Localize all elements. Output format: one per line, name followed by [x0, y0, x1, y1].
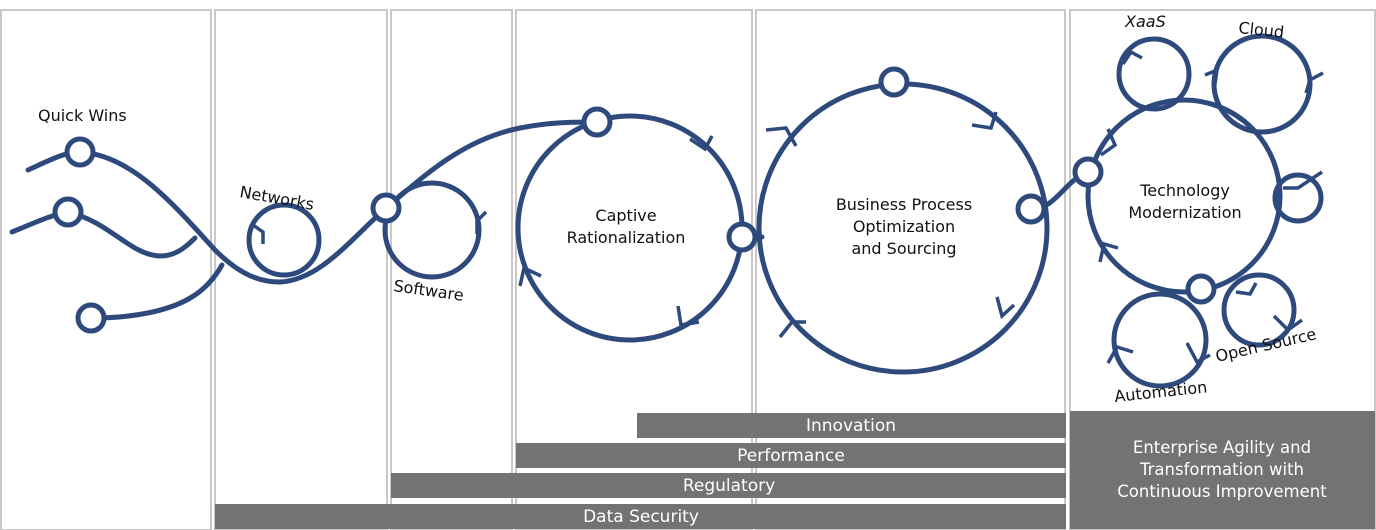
tech-right-loop [1272, 172, 1324, 224]
networks-tick [251, 223, 265, 244]
path-to-software [277, 205, 389, 285]
path-quick-win-1 [25, 149, 283, 285]
networks-loop [246, 202, 322, 278]
bar-performance-label: Performance [737, 446, 845, 466]
label-tech-line1: Technology [1139, 181, 1230, 200]
open-source-tick-2 [1272, 314, 1304, 333]
xaas-tick [1121, 49, 1143, 65]
node-bpo-right [1015, 193, 1047, 225]
label-bpo-line2: Optimization [853, 217, 955, 236]
label-captive-line1: Captive [595, 206, 656, 225]
bpo-tick-1 [971, 111, 998, 130]
bar-performance [516, 443, 1066, 468]
node-captive-right [726, 221, 758, 253]
label-quick-wins: Quick Wins [38, 106, 127, 125]
node-tech-bottom [1185, 273, 1217, 305]
bar-regulatory-label: Regulatory [683, 476, 775, 496]
outcome-box: Enterprise Agility and Transformation wi… [1070, 411, 1375, 529]
node-quick-win-1 [64, 136, 96, 168]
automation-loop [1111, 291, 1209, 389]
bar-data-security [215, 504, 1066, 529]
bpo-tick-4 [778, 320, 806, 339]
milestone-nodes [52, 66, 1217, 334]
automation-tick-1 [1106, 344, 1134, 364]
label-tech-line2: Modernization [1128, 203, 1241, 222]
bpo-tick-3 [995, 296, 1016, 320]
tech-tick-2 [1098, 241, 1119, 263]
tech-tick-1 [1099, 128, 1118, 157]
node-captive-top [581, 106, 613, 138]
node-tech-left [1072, 156, 1104, 188]
bar-innovation-label: Innovation [806, 416, 896, 436]
panel-quick-wins [0, 9, 212, 530]
node-quick-win-2 [52, 196, 84, 228]
tech-right-tick [1283, 170, 1323, 190]
outcome-line3: Continuous Improvement [1117, 482, 1327, 501]
label-xaas: XaaS [1124, 12, 1166, 31]
open-source-tick-1 [1235, 282, 1258, 296]
captive-tick-1 [689, 135, 714, 152]
loops [246, 33, 1324, 389]
outcome-line1: Enterprise Agility and [1133, 438, 1311, 457]
bar-innovation [637, 413, 1066, 438]
outcome-panel [1070, 411, 1375, 529]
xaas-loop [1116, 36, 1192, 112]
node-bpo-top [878, 66, 910, 98]
driver-bars: Innovation Performance Regulatory Data S… [215, 413, 1066, 529]
software-tick [475, 210, 488, 234]
cloud-tick-1 [1204, 67, 1220, 85]
software-loop [382, 180, 482, 280]
label-cloud: Cloud [1238, 18, 1285, 42]
path-quick-win-3 [89, 262, 225, 321]
label-bpo-line3: and Sourcing [851, 239, 956, 258]
node-quick-win-3 [75, 302, 107, 334]
path-quick-win-2 [9, 209, 198, 259]
outcome-line2: Transformation with [1139, 460, 1304, 479]
bpo-tick-2 [765, 126, 798, 147]
open-source-loop [1221, 272, 1297, 348]
captive-tick-2 [518, 265, 542, 287]
bar-data-security-label: Data Security [583, 507, 699, 527]
bar-regulatory [391, 473, 1066, 498]
label-bpo-line1: Business Process [836, 195, 972, 214]
cloud-tick-2 [1304, 71, 1324, 94]
node-software [370, 192, 402, 224]
automation-tick-2 [1185, 342, 1211, 365]
direction-ticks [251, 49, 1324, 365]
captive-tick-3 [676, 305, 700, 328]
label-captive-line2: Rationalization [567, 228, 686, 247]
technology-loop [1085, 97, 1283, 295]
